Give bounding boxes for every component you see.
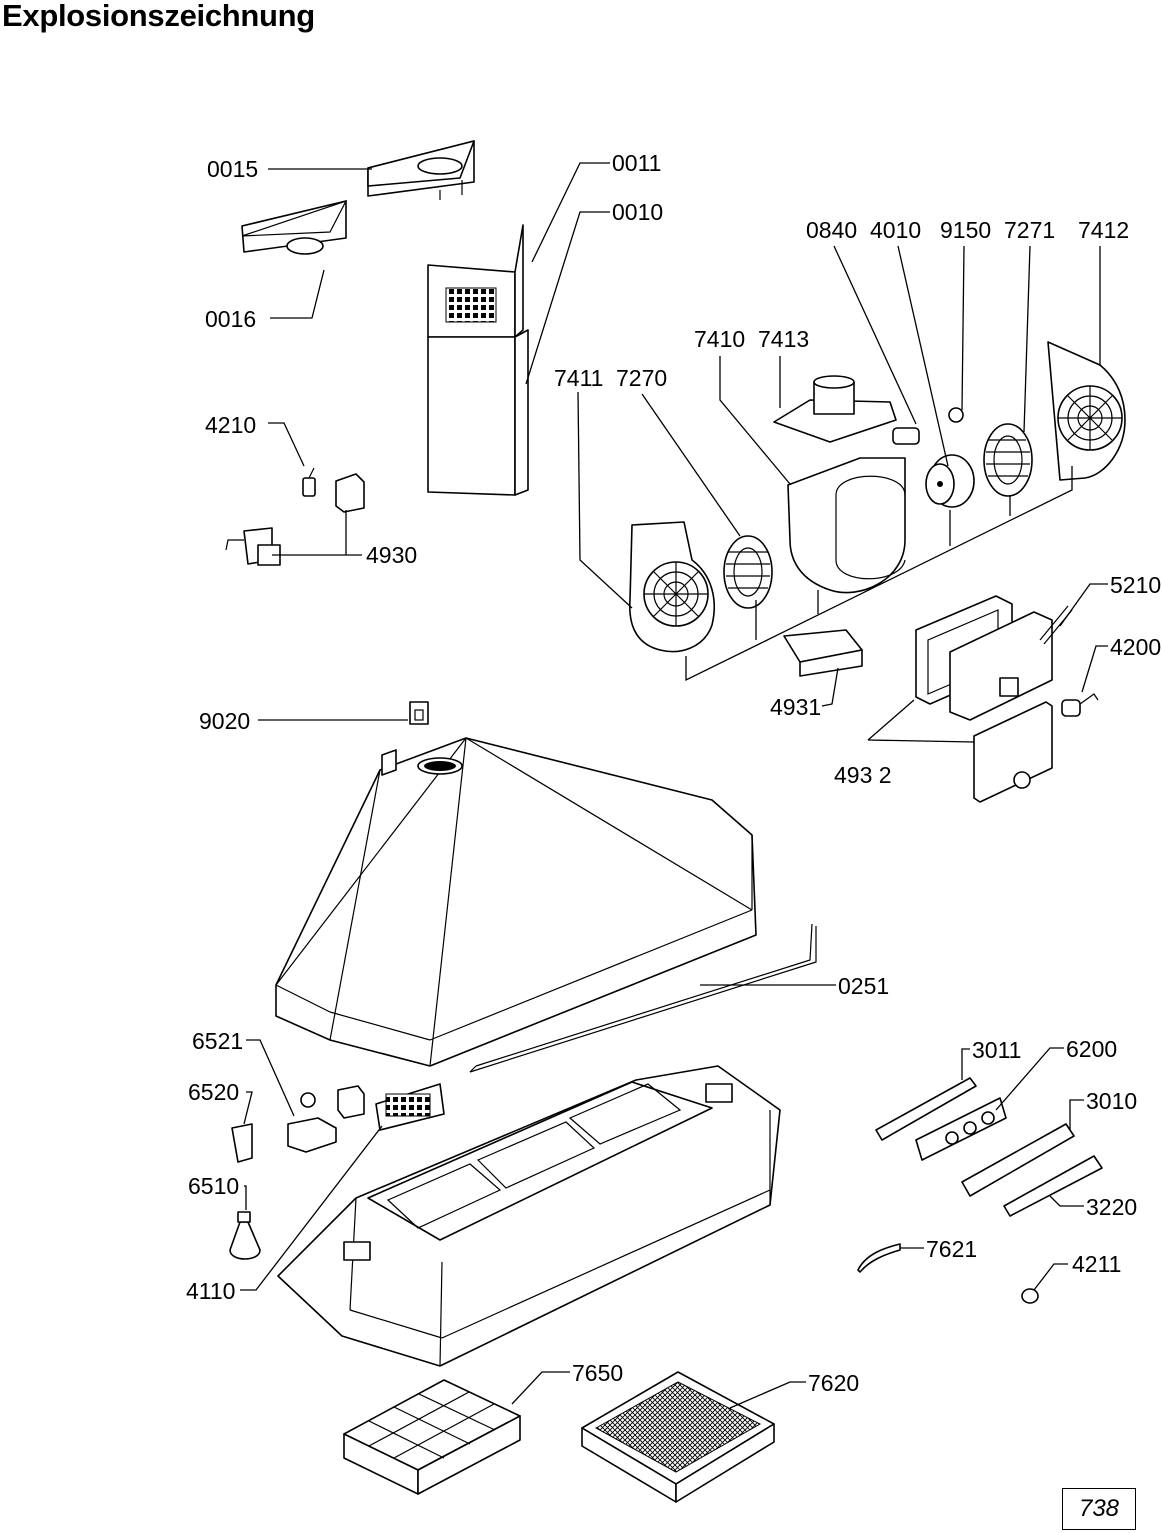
label-9020: 9020 <box>199 708 250 734</box>
part-labels: 0015 0011 0010 0840 4010 9150 7271 7412 … <box>186 150 1161 1396</box>
leader-lines <box>240 162 1108 1409</box>
part-7412-fan-cover-right <box>1047 341 1126 481</box>
label-6520: 6520 <box>188 1079 239 1105</box>
label-7650: 7650 <box>572 1360 623 1386</box>
part-6200-control-panel <box>915 1097 1007 1161</box>
label-7411: 7411 <box>554 365 603 391</box>
label-0016: 0016 <box>205 306 256 332</box>
label-3220: 3220 <box>1086 1194 1137 1220</box>
label-9150: 9150 <box>940 217 991 243</box>
label-4210: 4210 <box>205 412 256 438</box>
label-7271: 7271 <box>1004 217 1055 243</box>
part-3010-button-bar <box>961 1123 1075 1197</box>
label-7412: 7412 <box>1078 217 1129 243</box>
label-4200: 4200 <box>1110 634 1161 660</box>
page-number-box: 738 <box>1062 1488 1136 1530</box>
part-7411-fan-cover-left <box>629 521 715 653</box>
label-0840: 0840 <box>806 217 857 243</box>
label-7620: 7620 <box>808 1370 859 1396</box>
page-title: Explosionszeichnung <box>2 0 315 33</box>
label-7413: 7413 <box>758 326 809 352</box>
part-4200-lamp-holder <box>1061 693 1099 717</box>
label-0010: 0010 <box>612 199 663 225</box>
part-4210-capacitor <box>302 467 316 497</box>
part-0840-coupling <box>892 427 920 445</box>
part-6520-lamp-clip <box>231 1123 253 1163</box>
label-7410: 7410 <box>694 326 745 352</box>
part-5210-control-board <box>949 605 1073 721</box>
label-0015: 0015 <box>207 156 258 182</box>
label-3011: 3011 <box>972 1037 1021 1063</box>
part-4211-knob <box>1021 1288 1039 1304</box>
label-6200: 6200 <box>1066 1036 1117 1062</box>
label-4931: 4931 <box>770 694 821 720</box>
part-4930-switch <box>225 473 365 566</box>
part-7271-fan-wheel-right <box>983 423 1033 497</box>
label-4930: 4930 <box>366 542 417 568</box>
part-0015-cover-top <box>367 140 475 200</box>
part-4110-switch-block <box>375 1083 445 1131</box>
label-5210: 5210 <box>1110 572 1161 598</box>
part-0251-rail <box>469 923 817 1073</box>
label-4932: 493 2 <box>834 762 892 788</box>
part-9020-clip <box>409 701 429 725</box>
part-7270-fan-wheel-left <box>723 535 773 609</box>
label-4211: 4211 <box>1072 1251 1121 1277</box>
part-3220-front-plate <box>1003 1155 1103 1217</box>
part-lower-frame <box>277 1065 781 1367</box>
part-3011-bracket <box>875 1077 977 1141</box>
part-4010-motor <box>925 454 975 508</box>
part-6521-small <box>300 1085 365 1119</box>
part-7413-outlet-flange <box>773 375 897 443</box>
part-main-hood-body <box>275 737 757 1067</box>
part-7410-blower-housing <box>787 457 906 594</box>
label-6521: 6521 <box>192 1028 243 1054</box>
part-0011-0010-chimney <box>427 224 529 496</box>
part-7621-strip <box>857 1243 901 1273</box>
part-9150-nut <box>948 407 964 423</box>
label-4110: 4110 <box>186 1278 235 1304</box>
label-0011: 0011 <box>612 150 661 176</box>
label-6510: 6510 <box>188 1173 239 1199</box>
part-7620-carbon-filter <box>581 1371 775 1503</box>
label-0251: 0251 <box>838 973 889 999</box>
label-7621: 7621 <box>926 1236 977 1262</box>
part-6521-socket <box>287 1117 337 1153</box>
label-7270: 7270 <box>616 365 667 391</box>
label-4010: 4010 <box>870 217 921 243</box>
part-4931-tray <box>783 629 863 677</box>
part-0016-cover-bottom <box>241 199 348 255</box>
label-3010: 3010 <box>1086 1088 1137 1114</box>
part-7650-grease-filter <box>343 1379 521 1495</box>
part-6510-bulb <box>229 1211 261 1260</box>
